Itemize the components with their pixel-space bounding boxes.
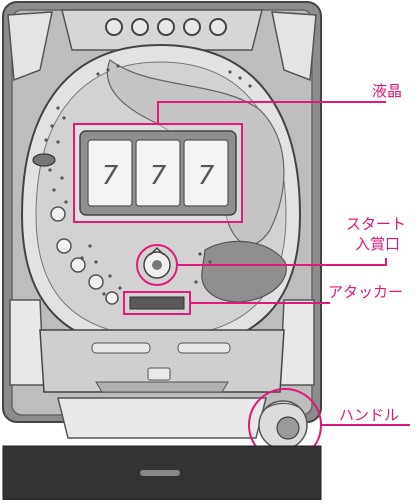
lower-left-decoration bbox=[9, 299, 45, 386]
lcd-reel-right bbox=[183, 139, 229, 207]
handle-label: ハンドル bbox=[339, 406, 400, 424]
playfield-character bbox=[201, 240, 287, 303]
handle-lever bbox=[261, 402, 303, 413]
tray-button-left bbox=[91, 342, 151, 354]
attacker-label: アタッカー bbox=[328, 283, 404, 301]
top-lamps bbox=[105, 18, 227, 36]
start-pocket-wing bbox=[149, 246, 165, 256]
lower-ball-tray bbox=[57, 397, 267, 439]
start-label-line2: 入賞口 bbox=[355, 235, 401, 253]
handle-grip bbox=[276, 416, 300, 440]
callout-lines bbox=[157, 101, 410, 426]
upper-left-decoration bbox=[7, 11, 53, 82]
lcd-reel-center bbox=[135, 139, 181, 207]
reel-symbol-right: 7 bbox=[198, 161, 215, 191]
lcd-reel-left bbox=[87, 139, 133, 207]
tray-lip bbox=[95, 381, 229, 393]
lcd-label: 液晶 bbox=[372, 82, 403, 100]
reel-symbol-left: 7 bbox=[102, 161, 119, 191]
playfield-pins bbox=[44, 64, 252, 296]
attacker bbox=[129, 296, 185, 310]
tray-button-right bbox=[177, 342, 231, 354]
reel-symbol-center: 7 bbox=[150, 161, 167, 191]
base-slot bbox=[140, 470, 180, 476]
lcd-leader-line bbox=[157, 101, 386, 124]
left-side-lamps bbox=[50, 206, 119, 305]
left-eye-ornament bbox=[32, 153, 56, 167]
start-label-line1: スタート bbox=[346, 215, 407, 233]
start-pocket-hole bbox=[152, 260, 162, 270]
start-leader-line bbox=[177, 258, 387, 266]
lower-right-decoration bbox=[279, 299, 315, 386]
upper-right-decoration bbox=[271, 11, 317, 82]
tray-release-button bbox=[147, 367, 171, 381]
